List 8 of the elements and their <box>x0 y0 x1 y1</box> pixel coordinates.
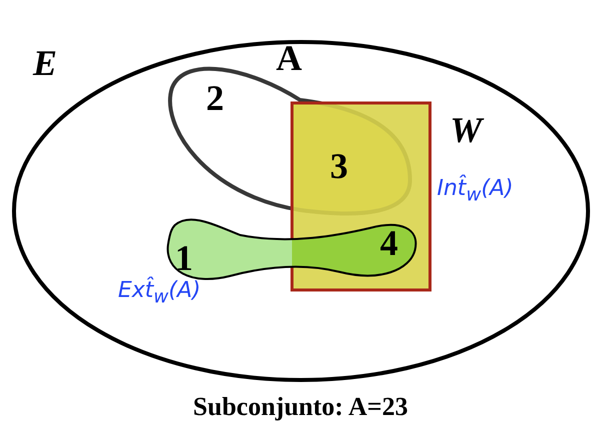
set-label: E <box>33 45 58 81</box>
region-number: 2 <box>206 80 224 116</box>
caption: Subconjunto: A=23 <box>192 394 409 420</box>
set-label: A <box>276 40 302 76</box>
window-label: W <box>450 112 482 148</box>
region-number: 3 <box>330 148 348 184</box>
region-number: 1 <box>175 240 193 276</box>
region-number: 4 <box>380 225 398 261</box>
